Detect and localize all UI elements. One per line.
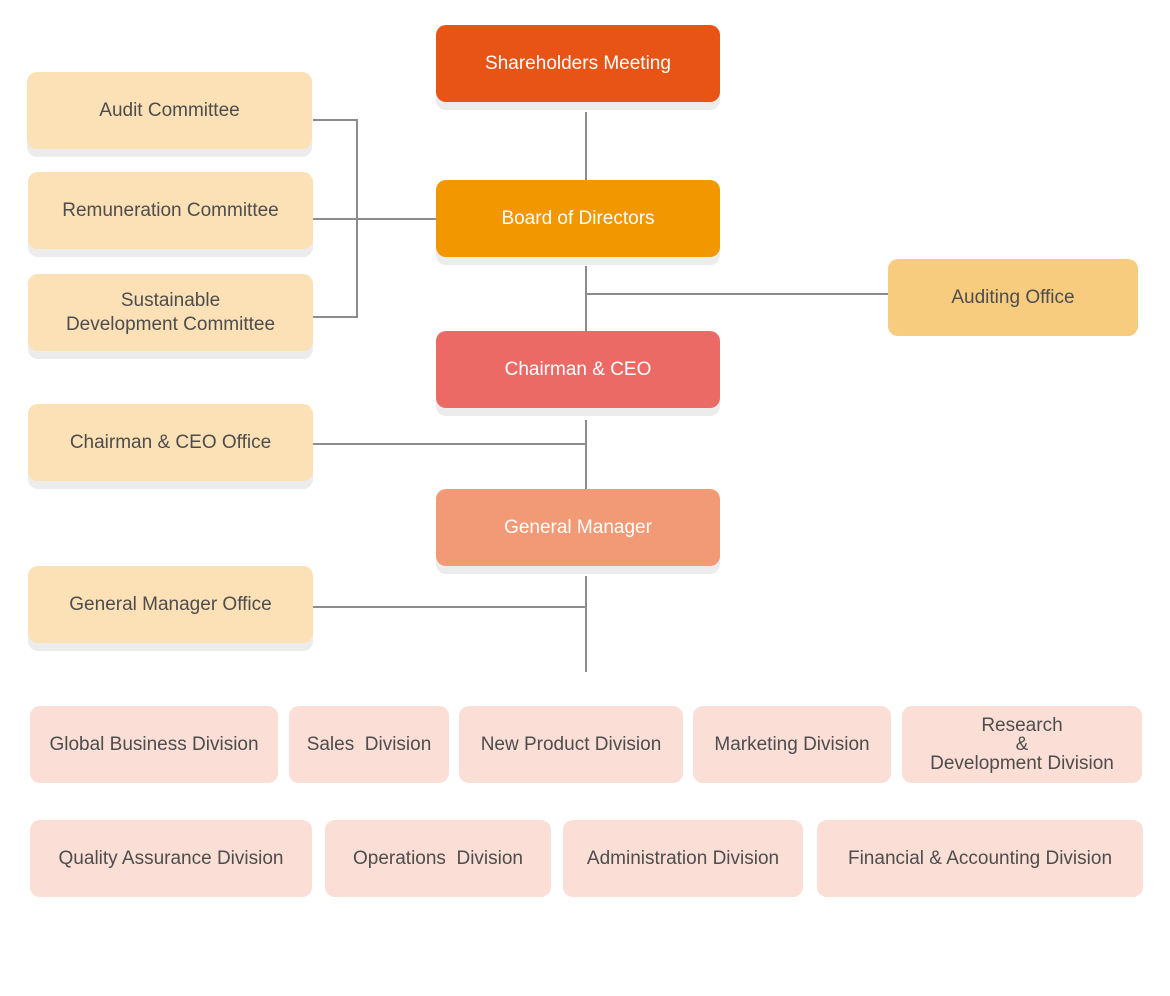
board-of-directors-label: Board of Directors — [501, 207, 655, 229]
division-research-development: Research & Development Division — [902, 706, 1142, 783]
auditing-office-label: Auditing Office — [951, 286, 1075, 308]
chairman-ceo-label: Chairman & CEO — [504, 358, 652, 380]
division-quality-assurance: Quality Assurance Division — [30, 820, 312, 897]
general-manager-office-label: General Manager Office — [69, 593, 272, 615]
division-new-product: New Product Division — [459, 706, 683, 783]
auditing-office-box: Auditing Office — [888, 259, 1138, 336]
sustainable-development-committee-label: Sustainable Development Committee — [65, 289, 276, 335]
division-label: Operations Division — [352, 847, 524, 869]
division-label: Quality Assurance Division — [58, 847, 284, 869]
division-label: Global Business Division — [49, 733, 259, 755]
division-label: Research & Development Division — [930, 715, 1114, 774]
chairman-ceo-box: Chairman & CEO — [436, 331, 720, 408]
general-manager-label: General Manager — [504, 516, 652, 538]
division-label: New Product Division — [480, 733, 662, 755]
shareholders-meeting-label: Shareholders Meeting — [485, 52, 671, 74]
sustainable-development-committee-box: Sustainable Development Committee — [28, 274, 313, 351]
division-label: Administration Division — [586, 847, 780, 869]
division-label: Sales Division — [306, 733, 432, 755]
audit-committee-label: Audit Committee — [99, 99, 240, 121]
general-manager-box: General Manager — [436, 489, 720, 566]
audit-committee-box: Audit Committee — [27, 72, 312, 149]
remuneration-committee-box: Remuneration Committee — [28, 172, 313, 249]
division-administration: Administration Division — [563, 820, 803, 897]
shareholders-meeting-box: Shareholders Meeting — [436, 25, 720, 102]
division-label: Marketing Division — [714, 733, 870, 755]
division-marketing: Marketing Division — [693, 706, 891, 783]
remuneration-committee-label: Remuneration Committee — [62, 199, 279, 221]
division-global-business: Global Business Division — [30, 706, 278, 783]
division-operations: Operations Division — [325, 820, 551, 897]
general-manager-office-box: General Manager Office — [28, 566, 313, 643]
division-sales: Sales Division — [289, 706, 449, 783]
chairman-ceo-office-label: Chairman & CEO Office — [69, 431, 272, 453]
division-financial-accounting: Financial & Accounting Division — [817, 820, 1143, 897]
division-label: Financial & Accounting Division — [847, 847, 1113, 869]
chairman-ceo-office-box: Chairman & CEO Office — [28, 404, 313, 481]
board-of-directors-box: Board of Directors — [436, 180, 720, 257]
